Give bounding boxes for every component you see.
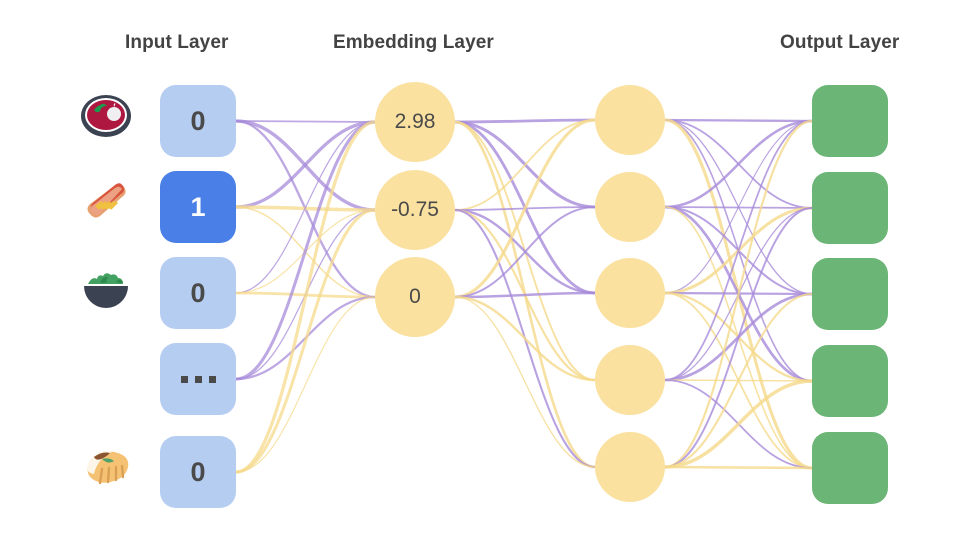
input-node-value: 0 [190,456,206,487]
embedding-node-0[interactable]: 2.98 [375,82,455,162]
input-layer-title: Input Layer [125,32,229,53]
ellipsis-icon [180,375,216,383]
input-node-1[interactable]: 1 [160,171,236,243]
input-node-4[interactable]: 0 [160,436,236,508]
hidden-node-0[interactable] [595,85,665,155]
input-node-ellipsis[interactable] [160,343,236,415]
input-node-value: 0 [190,105,206,136]
embedding-node-2[interactable]: 0 [375,257,455,337]
hidden-node-2[interactable] [595,258,665,328]
output-node-0[interactable] [812,85,888,157]
input-node-value: 1 [190,191,206,222]
burrito-icon [78,439,134,495]
embedding-node-value: -0.75 [391,198,439,221]
input-node-2[interactable]: 0 [160,257,236,329]
output-node-2[interactable] [812,258,888,330]
input-node-0[interactable]: 0 [160,85,236,157]
embedding-node-value: 0 [409,285,421,308]
embedding-node-value: 2.98 [394,110,436,133]
curry-bowl-icon [78,88,134,144]
input-node-value: 0 [190,277,206,308]
green-salad-icon [78,260,134,316]
output-layer-title: Output Layer [780,32,900,53]
output-node-4[interactable] [812,432,888,504]
hot-dog-icon [78,174,134,230]
embedding-node-1[interactable]: -0.75 [375,170,455,250]
output-node-3[interactable] [812,345,888,417]
hidden-node-3[interactable] [595,345,665,415]
hidden-node-1[interactable] [595,172,665,242]
output-node-1[interactable] [812,172,888,244]
hidden-node-4[interactable] [595,432,665,502]
embedding-layer-title: Embedding Layer [333,32,494,53]
